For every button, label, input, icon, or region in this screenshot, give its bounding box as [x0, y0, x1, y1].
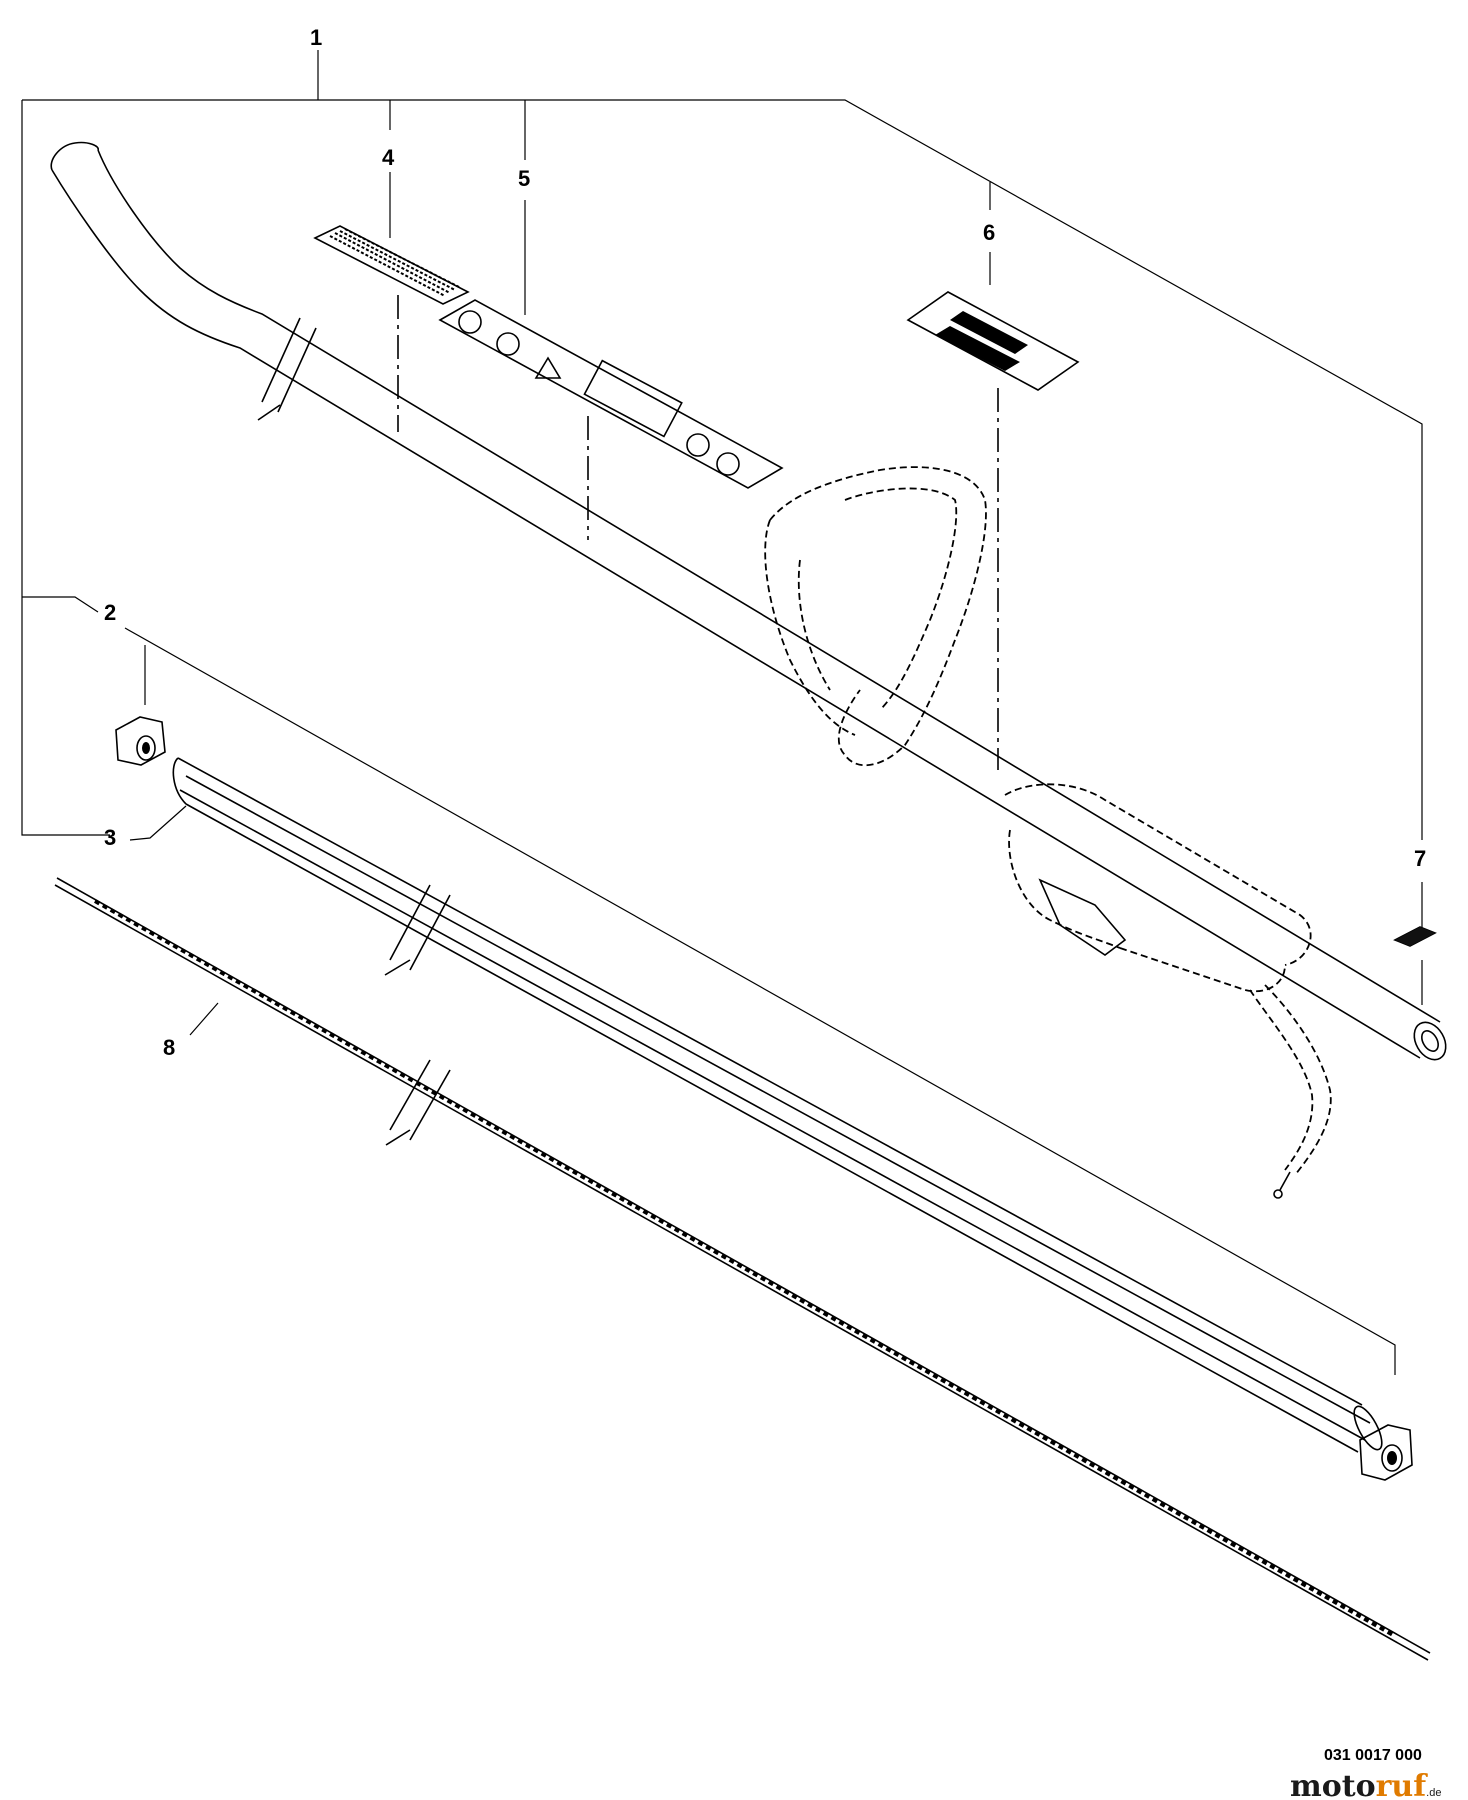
- callout-5: 5: [518, 166, 530, 191]
- symbol-label: [438, 299, 784, 489]
- watermark-part1: moto: [1290, 1769, 1376, 1800]
- watermark-logo: motoruf.de: [1290, 1769, 1441, 1800]
- callout-3: 3: [104, 825, 116, 850]
- callout-7: 7: [1414, 846, 1426, 871]
- leader-lines: [21, 50, 1423, 1375]
- callout-8: 8: [163, 1035, 175, 1060]
- callout-labels: 1 2 3 4 5 6 7 8: [104, 25, 1426, 1060]
- liner-tube: [172, 757, 1383, 1453]
- warning-label: [313, 225, 470, 305]
- callout-6: 6: [983, 220, 995, 245]
- callout-2: 2: [104, 600, 116, 625]
- throttle-grip-outline: [1004, 783, 1312, 993]
- callout-1: 1: [310, 25, 322, 50]
- clamp-nut-top: [115, 716, 166, 766]
- watermark-part2: ruf: [1376, 1769, 1429, 1800]
- loop-handle-outline: [764, 466, 987, 767]
- small-plate: [1393, 926, 1437, 947]
- clamp-nut-bottom: [1359, 1424, 1413, 1481]
- watermark-suffix: .de: [1426, 1787, 1441, 1799]
- main-shaft-tube: [50, 141, 1447, 1061]
- drive-shaft: [54, 877, 1431, 1661]
- diagram-reference-code: 031 0017 000: [1324, 1747, 1422, 1764]
- svg-text:motoruf.de: motoruf.de: [1290, 1769, 1441, 1800]
- brand-decal: [906, 291, 1080, 391]
- throttle-cable: [1249, 984, 1332, 1199]
- callout-4: 4: [382, 145, 395, 170]
